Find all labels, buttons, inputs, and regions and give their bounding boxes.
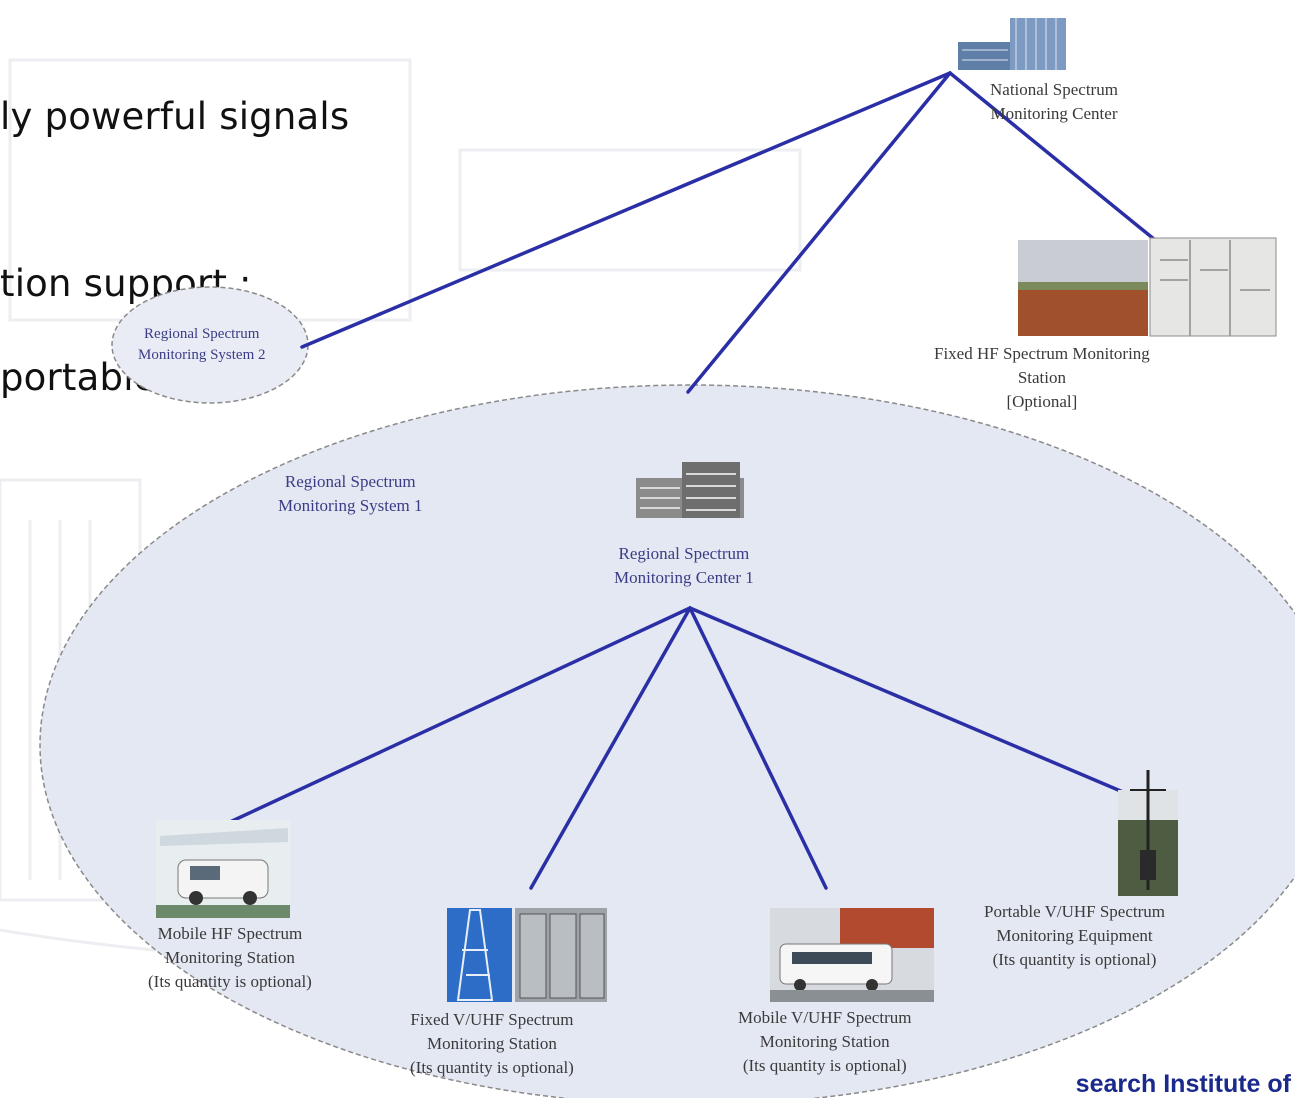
link-national-to-region1: [686, 71, 952, 394]
fixed-vuhf-station-photo: [447, 908, 607, 1002]
link-national-to-region2: [300, 71, 952, 349]
link-national-to-fixed-hf: [948, 71, 1162, 246]
mobile-vuhf-station-photo: [770, 908, 934, 1002]
national-center-building-icon: [958, 18, 1066, 70]
link-center1-to-fixed-vuhf: [529, 606, 692, 890]
link-center1-to-portable: [688, 606, 1132, 797]
link-center1-to-mobile-hf: [228, 606, 692, 824]
regional-center-building-icon: [636, 462, 744, 518]
fixed-hf-station-photo: [1018, 237, 1277, 337]
portable-vuhf-equipment-photo: [1118, 770, 1178, 896]
mobile-hf-station-photo: [156, 820, 290, 918]
link-center1-to-mobile-vuhf: [688, 606, 828, 890]
slide-bullet-text-1: ly powerful signals: [0, 95, 350, 138]
regional-system-1-ellipse: [39, 384, 1295, 1098]
institute-footer-text: search Institute of: [1075, 1070, 1291, 1098]
